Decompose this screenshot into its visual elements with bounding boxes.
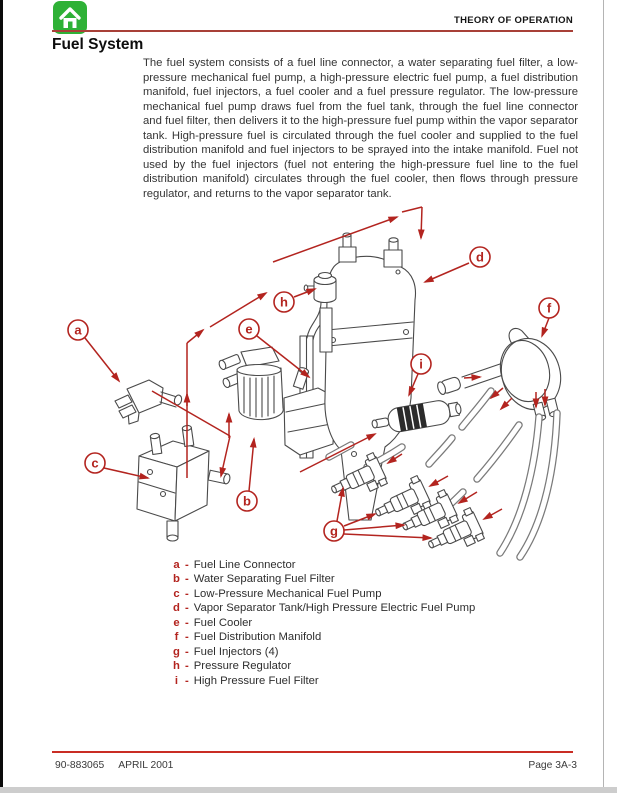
legend-separator: - [185, 559, 189, 571]
callout-g: g [323, 520, 345, 542]
legend-separator: - [185, 616, 189, 629]
legend-letter: h [173, 660, 180, 673]
legend-letter: d [173, 602, 180, 615]
page-left-edge [0, 0, 3, 793]
callout-b: b [236, 490, 258, 512]
legend-letter: f [174, 631, 179, 644]
legend-separator: - [185, 660, 189, 673]
legend-item: f-Fuel Distribution Manifold [172, 630, 475, 644]
callout-h: h [273, 291, 295, 313]
legend-item: c-Low-Pressure Mechanical Fuel Pump [172, 587, 475, 601]
page-bottom-edge [0, 787, 617, 793]
footer-rule [52, 751, 573, 753]
callout-f: f [538, 297, 560, 319]
page-right-edge [603, 0, 604, 788]
legend-label: Fuel Cooler [193, 616, 253, 629]
diagram-arrows [84, 206, 550, 542]
legend-label: Low-Pressure Mechanical Fuel Pump [193, 587, 382, 600]
svg-text:d: d [476, 250, 484, 265]
legend-letter: g [173, 645, 180, 658]
callout-c: c [84, 452, 106, 474]
document-number: 90-883065 [55, 760, 105, 771]
svg-text:c: c [91, 456, 98, 471]
legend-item: i-High Pressure Fuel Filter [172, 674, 475, 688]
legend: a-Fuel Line Connector b-Water Separating… [172, 558, 475, 688]
svg-text:a: a [74, 323, 82, 338]
legend-letter: i [174, 674, 179, 687]
legend-item: a-Fuel Line Connector [172, 558, 475, 572]
legend-label: Fuel Line Connector [193, 559, 296, 571]
legend-separator: - [185, 602, 189, 615]
svg-text:i: i [419, 357, 423, 372]
legend-letter: e [173, 616, 180, 629]
legend-letter: c [173, 587, 180, 600]
svg-text:g: g [330, 524, 338, 539]
legend-item: h-Pressure Regulator [172, 659, 475, 673]
callout-i: i [410, 353, 432, 375]
svg-text:b: b [243, 494, 251, 509]
svg-text:f: f [547, 301, 552, 316]
legend-separator: - [185, 631, 189, 644]
legend-separator: - [185, 587, 189, 600]
footer-date: APRIL 2001 [118, 760, 174, 771]
legend-item: b-Water Separating Fuel Filter [172, 572, 475, 586]
legend-item: g-Fuel Injectors (4) [172, 645, 475, 659]
diagram-callouts: a b c d e f g h i [67, 246, 560, 542]
home-icon[interactable] [53, 1, 87, 34]
legend-separator: - [185, 573, 189, 586]
legend-label: Vapor Separator Tank/High Pressure Elect… [193, 602, 476, 615]
legend-label: High Pressure Fuel Filter [193, 674, 319, 687]
header-rule [52, 30, 573, 32]
legend-label: Pressure Regulator [193, 660, 292, 673]
section-header-label: THEORY OF OPERATION [453, 15, 573, 26]
legend-label: Water Separating Fuel Filter [193, 573, 335, 586]
legend-letter: a [173, 559, 180, 571]
page-title: Fuel System [52, 36, 144, 53]
callout-d: d [469, 246, 491, 268]
svg-text:h: h [280, 295, 288, 310]
footer-left: 90-883065 APRIL 2001 [55, 760, 173, 771]
page-number: Page 3A-3 [528, 760, 577, 771]
legend-item: e-Fuel Cooler [172, 616, 475, 630]
callout-a: a [67, 319, 89, 341]
legend-separator: - [185, 674, 189, 687]
legend-item: d-Vapor Separator Tank/High Pressure Ele… [172, 601, 475, 615]
callout-e: e [238, 318, 260, 340]
legend-separator: - [185, 645, 189, 658]
legend-label: Fuel Distribution Manifold [193, 631, 322, 644]
svg-text:e: e [245, 322, 252, 337]
body-paragraph: The fuel system consists of a fuel line … [143, 57, 578, 200]
footer: 90-883065 APRIL 2001 Page 3A-3 [55, 760, 577, 771]
diagram-line-art [114, 232, 562, 562]
legend-letter: b [173, 573, 180, 586]
legend-label: Fuel Injectors (4) [193, 645, 279, 658]
